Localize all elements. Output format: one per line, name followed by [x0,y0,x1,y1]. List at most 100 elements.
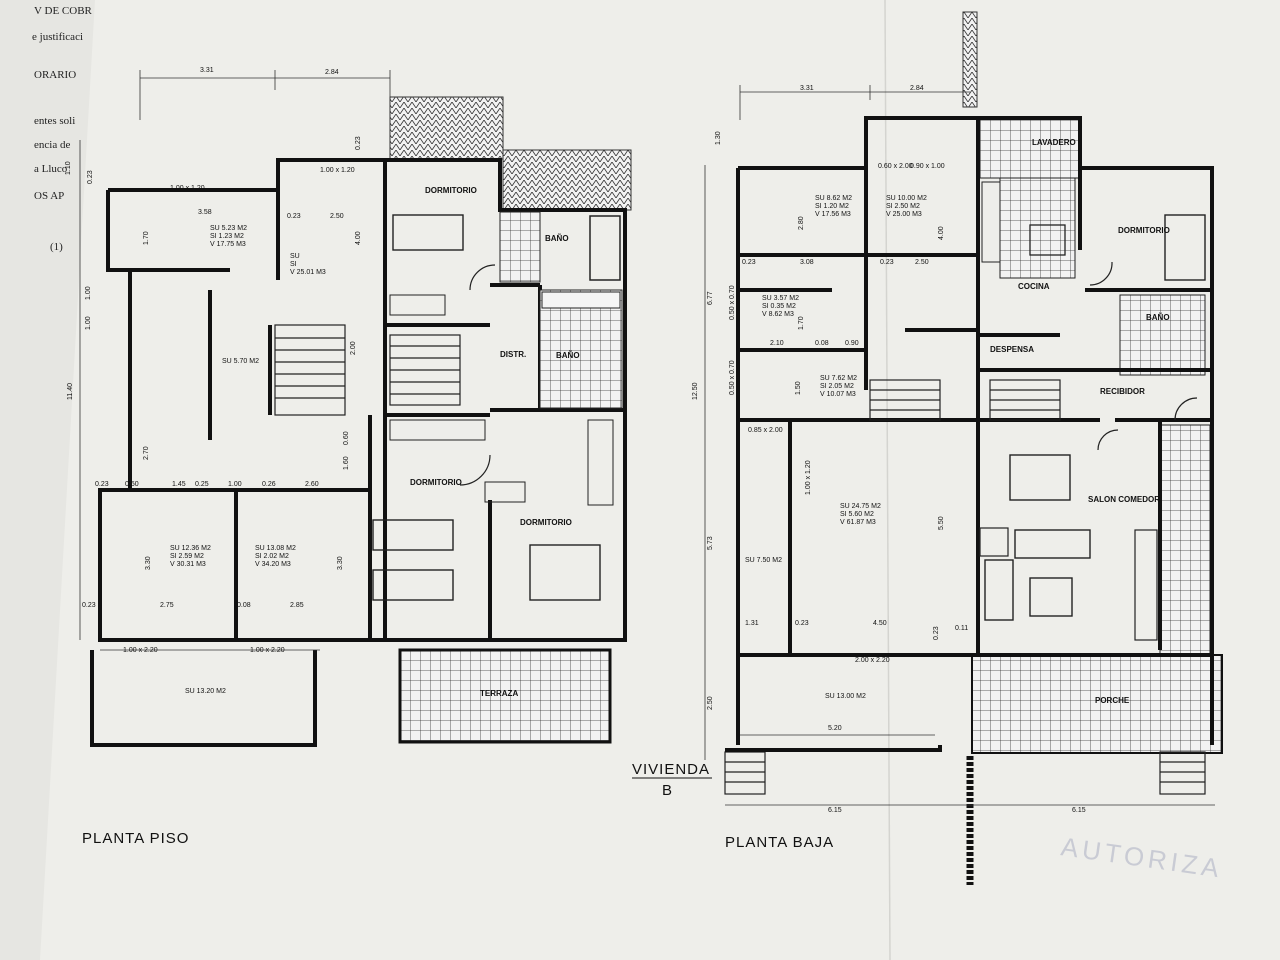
svg-text:1.45: 1.45 [172,481,186,488]
svg-text:2.10: 2.10 [770,340,784,347]
svg-text:1.70: 1.70 [143,231,150,245]
svg-text:0.23: 0.23 [95,481,109,488]
room-label: RECIBIDOR [1100,387,1145,396]
svg-text:1.70: 1.70 [798,316,805,330]
svg-text:0.11: 0.11 [955,625,968,632]
room-label: LAVADERO [1032,138,1076,147]
svg-text:2.00 x 2.20: 2.00 x 2.20 [855,657,890,664]
dim-label: 6.15 [1072,807,1086,814]
svg-text:V 25.01 M3: V 25.01 M3 [290,269,326,276]
svg-text:2.85: 2.85 [290,602,304,609]
svg-text:SU 12.36 M2: SU 12.36 M2 [170,545,211,552]
svg-text:0.23: 0.23 [742,259,756,266]
room-label: DORMITORIO [520,518,572,527]
svg-text:SU 3.57 M2: SU 3.57 M2 [762,295,799,302]
dim-label: 5.73 [707,536,714,550]
svg-text:0.50 x 0.70: 0.50 x 0.70 [729,360,736,395]
svg-text:0.08: 0.08 [815,340,829,347]
room-label: BAÑO [556,351,580,360]
svg-text:V 8.62 M3: V 8.62 M3 [762,311,794,318]
area-block: SU 12.36 M2 SI 2.59 M2 V 30.31 M3 [170,545,211,568]
room-label: DORMITORIO [425,186,477,195]
dim-label: 11.40 [67,383,74,400]
svg-text:1.00 x 2.20: 1.00 x 2.20 [123,647,158,654]
svg-text:0.23: 0.23 [355,136,362,150]
area-block: SU 7.62 M2 SI 2.05 M2 V 10.07 M3 [820,375,857,398]
area-block: SU 10.00 M2 SI 2.50 M2 V 25.00 M3 [886,195,927,218]
svg-text:0.50 x 0.70: 0.50 x 0.70 [729,285,736,320]
svg-text:SU 8.62 M2: SU 8.62 M2 [815,195,852,202]
svg-text:SI: SI [290,261,297,268]
doc-line: V DE COBR [34,5,93,17]
svg-text:0.23: 0.23 [82,602,96,609]
svg-text:4.00: 4.00 [938,226,945,240]
svg-text:2.50: 2.50 [330,213,344,220]
doc-line: entes soli [34,115,75,127]
svg-text:SI 5.60 M2: SI 5.60 M2 [840,511,874,518]
doc-line: a Lluco [34,163,68,175]
svg-text:SI 2.02 M2: SI 2.02 M2 [255,553,289,560]
doc-line: OS AP [34,190,64,202]
plan-subtitle: B [662,782,673,799]
dim-label: 2.84 [325,69,339,76]
stairs [274,324,461,416]
svg-text:0.23: 0.23 [880,259,894,266]
plan-title: PLANTA BAJA [725,834,834,851]
area-label: SU 13.20 M2 [185,688,226,695]
doc-line: encia de [34,139,70,151]
dim-label: 2.84 [910,85,924,92]
svg-text:3.08: 3.08 [800,259,814,266]
party-wall-hatch [962,11,978,108]
svg-text:V 61.87 M3: V 61.87 M3 [840,519,876,526]
svg-text:0.25: 0.25 [195,481,209,488]
svg-text:V 17.56 M3: V 17.56 M3 [815,211,851,218]
svg-text:5.50: 5.50 [938,516,945,530]
room-label: SALON COMEDOR [1088,495,1160,504]
svg-text:SI 0.35 M2: SI 0.35 M2 [762,303,796,310]
dim-label: 2.50 [707,696,714,710]
svg-text:SI 2.05 M2: SI 2.05 M2 [820,383,854,390]
planta-piso-plan: 3.31 2.84 1.10 1.00 1.00 11.40 [65,67,632,847]
room-label: DESPENSA [990,345,1034,354]
dim-label: 12.50 [692,382,699,400]
room-label: TERRAZA [480,689,518,698]
area-block: SU SI V 25.01 M3 [290,253,326,276]
room-label: DISTR. [500,350,526,359]
svg-text:2.00: 2.00 [350,341,357,355]
svg-text:1.00 x 1.20: 1.00 x 1.20 [805,460,812,495]
svg-text:2.70: 2.70 [143,446,150,460]
dim-label: 3.31 [200,67,214,74]
roof-hatch [389,96,504,160]
svg-text:3.30: 3.30 [145,556,152,570]
room-label: PORCHE [1095,696,1130,705]
svg-text:1.00 x 1.20: 1.00 x 1.20 [320,167,355,174]
area-block: SU 8.62 M2 SI 1.20 M2 V 17.56 M3 [815,195,852,218]
area-block: SU 3.57 M2 SI 0.35 M2 V 8.62 M3 [762,295,799,318]
svg-text:0.23: 0.23 [795,620,809,627]
svg-text:0.90 x 1.00: 0.90 x 1.00 [910,163,945,170]
room-label: DORMITORIO [410,478,462,487]
svg-text:4.00: 4.00 [355,231,362,245]
svg-text:SI 1.23 M2: SI 1.23 M2 [210,233,244,240]
room-label: BAÑO [545,234,569,243]
room-label: DORMITORIO [1118,226,1170,235]
plan-title: PLANTA PISO [82,830,189,847]
svg-text:0.85 x 2.00: 0.85 x 2.00 [748,427,783,434]
svg-text:1.50: 1.50 [795,381,802,395]
svg-text:1.00 x 1.20: 1.00 x 1.20 [170,185,205,192]
area-block: SU 24.75 M2 SI 5.60 M2 V 61.87 M3 [840,503,881,526]
svg-text:0.23: 0.23 [287,213,301,220]
dim-label: 1.10 [65,161,72,175]
svg-text:2.60: 2.60 [305,481,319,488]
svg-text:0.08: 0.08 [237,602,251,609]
svg-text:SI 2.59 M2: SI 2.59 M2 [170,553,204,560]
svg-text:3.58: 3.58 [198,209,212,216]
area-label: SU 7.50 M2 [745,557,782,564]
dim-label: 6.15 [828,807,842,814]
plan-subtitle: VIVIENDA [632,761,710,778]
roof-hatch [502,149,632,211]
svg-text:V 30.31 M3: V 30.31 M3 [170,561,206,568]
svg-text:0.60 x 2.00: 0.60 x 2.00 [878,163,913,170]
